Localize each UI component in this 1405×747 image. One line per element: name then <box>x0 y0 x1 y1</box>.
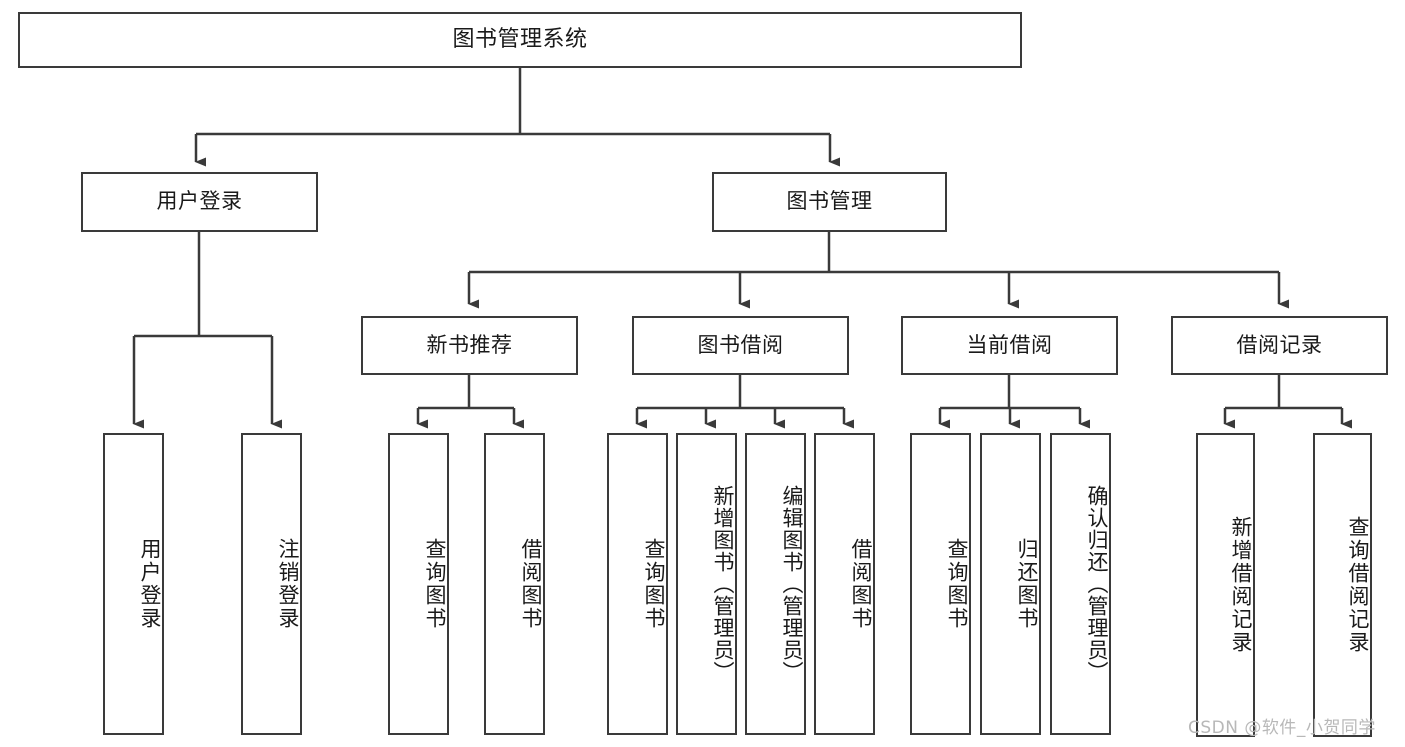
node-current-borrow[interactable]: 当前借阅 <box>901 316 1118 375</box>
node-label: 图书借阅 <box>697 332 784 357</box>
node-label: 查询借阅记录 <box>1346 516 1370 654</box>
leaf-add-borrow-record[interactable]: 新增借阅记录 <box>1196 433 1255 737</box>
node-book-borrow[interactable]: 图书借阅 <box>632 316 849 375</box>
leaf-logout[interactable]: 注销登录 <box>241 433 302 735</box>
leaf-confirm-return-admin[interactable]: 确认归还（管理员） <box>1050 433 1111 735</box>
node-root-system[interactable]: 图书管理系统 <box>18 12 1022 68</box>
node-label: 新增借阅记录 <box>1229 516 1253 654</box>
node-label: 新增图书（管理员） <box>711 485 735 683</box>
node-label: 借阅图书 <box>849 538 873 630</box>
leaf-borrow-book-new[interactable]: 借阅图书 <box>484 433 545 735</box>
node-label: 图书管理 <box>786 189 873 214</box>
leaf-query-book-new[interactable]: 查询图书 <box>388 433 449 735</box>
node-label: 图书管理系统 <box>452 26 588 52</box>
node-borrow-record[interactable]: 借阅记录 <box>1171 316 1388 375</box>
node-label: 注销登录 <box>276 538 300 630</box>
node-label: 借阅图书 <box>519 538 543 630</box>
leaf-return-book[interactable]: 归还图书 <box>980 433 1041 735</box>
node-user-login[interactable]: 用户登录 <box>81 172 318 232</box>
node-label: 确认归还（管理员） <box>1085 485 1109 683</box>
node-book-management[interactable]: 图书管理 <box>712 172 947 232</box>
watermark-text: CSDN @软件_小贺同学 <box>1188 718 1376 738</box>
leaf-query-book-current[interactable]: 查询图书 <box>910 433 971 735</box>
node-label: 查询图书 <box>642 538 666 630</box>
node-label: 新书推荐 <box>426 332 513 357</box>
leaf-borrow-book[interactable]: 借阅图书 <box>814 433 875 735</box>
node-label: 借阅记录 <box>1236 332 1323 357</box>
node-label: 用户登录 <box>156 189 243 214</box>
node-label: 查询图书 <box>423 538 447 630</box>
node-label: 当前借阅 <box>966 332 1053 357</box>
leaf-edit-book-admin[interactable]: 编辑图书（管理员） <box>745 433 806 735</box>
node-label: 查询图书 <box>945 538 969 630</box>
node-label: 归还图书 <box>1015 538 1039 630</box>
node-label: 用户登录 <box>138 538 162 630</box>
leaf-user-login[interactable]: 用户登录 <box>103 433 164 735</box>
node-label: 编辑图书（管理员） <box>780 485 804 683</box>
leaf-query-borrow-record[interactable]: 查询借阅记录 <box>1313 433 1372 737</box>
leaf-add-book-admin[interactable]: 新增图书（管理员） <box>676 433 737 735</box>
node-new-book-recommend[interactable]: 新书推荐 <box>361 316 578 375</box>
leaf-query-book-borrow[interactable]: 查询图书 <box>607 433 668 735</box>
